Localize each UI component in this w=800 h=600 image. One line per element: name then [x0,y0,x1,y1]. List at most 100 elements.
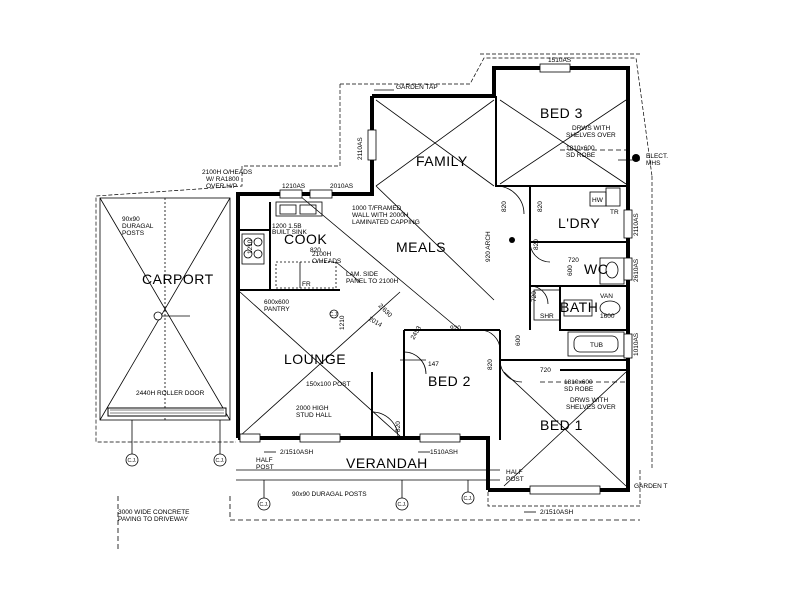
room-family: FAMILY [416,153,468,169]
note-bed1-robe-1: 1810x600 [564,379,593,386]
note-bed1-drws-2: SHELVES OVER [566,404,616,411]
dim-24: 2453 [410,325,423,341]
room-bath: BATH [560,299,598,315]
dim-25: 2014 [367,316,383,329]
dim-5: 2110AS [633,213,640,236]
note-half-post-2: POST [256,464,274,471]
note-oheads-3: OVER H/P [206,183,237,190]
dim-29: 820 [537,201,544,212]
note-roller-door: 2440H ROLLER DOOR [136,390,205,397]
note-garden-tap-top: GARDEN TAP [396,84,438,91]
windows [239,63,633,495]
note-pantry-1: 600x600 [264,299,289,306]
note-half-post-1: HALF [256,457,273,464]
dim-17: 720 [531,291,538,302]
post-5: C.J. [461,480,475,505]
note-half-post-3: HALF [506,469,523,476]
dim-23: 1210 [339,315,346,330]
note-bed1-robe-2: SD ROBE [564,386,594,393]
post-6-label: C.J. [330,312,339,318]
carport [99,197,231,421]
note-lam-side-2: PANEL TO 2100H [346,278,398,285]
dim-18: 720 [540,367,551,374]
dim-1: 1510AS [548,57,572,64]
dim-6: 2610AS [633,258,640,282]
note-shr: SHR [540,313,554,320]
note-duragal-2: DURAGAL [122,223,154,230]
note-van: VAN [600,293,613,300]
note-framed-1: 1000 T/FRAMED [352,205,402,212]
doors [371,185,551,439]
note-tub: TUB [590,342,603,349]
room-wc: WC [584,261,608,277]
note-post-1500: 150x100 POST [306,381,350,388]
note-pantry-2: PANTRY [264,306,290,313]
note-fr: FR [302,281,311,288]
dim-22: 1210 [247,239,254,254]
post-5-label: C.J. [464,496,473,502]
notes: GARDEN TAP GARDEN T 2100H O/HEADS W/ RA1… [118,84,668,523]
room-labels: FAMILY MEALS COOK CARPORT LOUNGE BED 1 B… [142,105,608,471]
note-duragal-1: 90x90 [122,216,140,223]
note-oheads-1: 2100H O/HEADS [202,169,253,176]
note-bed3-robe-1: 1810x600 [566,145,595,152]
room-lounge: LOUNGE [284,351,346,367]
robes [540,149,626,383]
dim-15: 820 [395,421,402,432]
dim-11: 920 [450,325,461,332]
note-bed1-drws-1: DRWS WITH [570,397,608,404]
post-1-label: C.J. [128,458,137,464]
post-4-label: C.J. [398,502,407,508]
note-concrete-2: PAVING TO DRIVEWAY [118,516,189,523]
dim-26: 820 [310,247,321,254]
room-meals: MEALS [396,239,446,255]
room-bed3: BED 3 [540,105,583,121]
dim-2: 1210AS [282,183,306,190]
note-bed3-drws-1: DRWS WITH [572,125,610,132]
note-verandah-posts: 90x90 DURAGAL POSTS [292,491,367,498]
note-elect-1: ELECT. [646,153,668,160]
post-1: C.J. [125,420,139,467]
post-3-label: C.J. [260,502,269,508]
dim-12: 820 [501,201,508,212]
dim-14: 820 [487,359,494,370]
dim-16: 720 [568,257,579,264]
dim-28: 1600 [600,313,615,320]
room-laundry: L'DRY [558,215,600,231]
ridge-lines [239,99,627,487]
dim-7: 1010AS [633,332,640,356]
room-cook: COOK [284,231,327,247]
note-cook-oheads-2: O/HEADS [312,258,342,265]
dim-13: 820 [533,239,540,250]
room-verandah: VERANDAH [346,455,428,471]
dim-19: 147 [428,361,439,368]
note-framed-3: LAMINATED CAPPING [352,219,420,226]
post-6: C.J. [330,309,339,319]
room-bed2: BED 2 [428,373,471,389]
room-bed1: BED 1 [540,417,583,433]
dim-27: 600 [515,335,522,346]
note-oheads-2: W/ RA1800 [206,176,240,183]
room-carport: CARPORT [142,271,214,287]
note-half-post-4: POST [506,476,524,483]
note-garden-tap-bottom: GARDEN T [634,483,667,490]
note-stud-1: 2000 HIGH [296,405,329,412]
note-cook-oheads-1: 2100H [312,251,331,258]
kitchen-fittings [241,201,361,289]
dim-8: 2/1510ASH [280,449,314,456]
post-3: C.J. [257,480,271,511]
dim-3: 2010AS [330,183,354,190]
note-bed3-robe-2: SD ROBE [566,152,596,159]
note-trough: TR [610,209,619,216]
note-framed-2: WALL WITH 2000H [352,212,409,219]
note-lam-side-1: LAM. SIDE [346,271,379,278]
eave-lines [95,53,653,552]
post-2: C.J. [213,420,227,467]
dim-10: 2/1510ASH [540,509,574,516]
note-concrete-1: 3000 WIDE CONCRETE [118,509,190,516]
leaders [264,89,640,513]
note-sink-1: 1200 1.5B [272,223,302,230]
note-sink-2: BUILT SINK [272,229,307,236]
note-stud-2: STUD HALL [296,412,332,419]
